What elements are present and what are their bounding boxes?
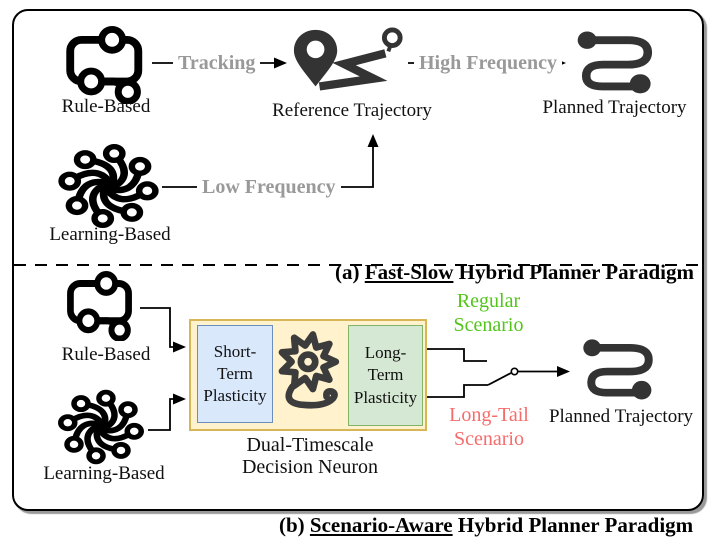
regular-branch-line — [427, 348, 487, 362]
caption-a-underlined: Fast-Slow — [364, 260, 454, 284]
caption-b-underlined: Scenario-Aware — [309, 513, 453, 537]
planned-trajectory-icon-b — [583, 339, 653, 400]
rule-based-label-b: Rule-Based — [61, 344, 151, 365]
decision-neuron-icon — [278, 331, 340, 409]
caption-a-rest: Hybrid Planner Paradigm — [453, 260, 694, 284]
switch-pivot-dot — [510, 367, 519, 376]
rule-based-icon — [66, 26, 143, 104]
long-tail-branch-line — [427, 384, 488, 398]
high-frequency-edge-label: High Frequency — [414, 51, 562, 75]
figure-border — [12, 9, 704, 511]
learning-based-label-b: Learning-Based — [43, 463, 165, 484]
planned-trajectory-icon-a — [577, 31, 653, 94]
tracking-edge-label: Tracking — [173, 51, 261, 75]
neuron-caption: Dual-Timescale Decision Neuron — [241, 434, 379, 479]
planned-trajectory-label-b: Planned Trajectory — [548, 406, 694, 427]
caption-b-rest: Hybrid Planner Paradigm — [452, 513, 694, 537]
caption-b-prefix: (b) — [279, 513, 310, 537]
long-tail-scenario-label: Long-Tail Scenario — [449, 404, 529, 450]
learning-based-icon-b — [58, 389, 144, 465]
learning-to-neuron-arrow — [148, 393, 186, 431]
reference-trajectory-label: Reference Trajectory — [272, 100, 432, 121]
caption-panel-b: (b) Scenario-Aware Hybrid Planner Paradi… — [258, 488, 693, 549]
regular-scenario-label: Regular Scenario — [453, 290, 524, 336]
rule-to-neuron-arrow — [140, 307, 186, 353]
low-frequency-edge-label: Low Frequency — [197, 175, 341, 199]
rule-based-icon-b — [67, 271, 132, 341]
switch-lever-line — [487, 372, 512, 386]
long-term-plasticity-box: Long-Term Plasticity — [348, 325, 423, 426]
learning-based-icon — [58, 143, 159, 229]
caption-a-prefix: (a) — [335, 260, 365, 284]
reference-trajectory-icon — [293, 27, 403, 91]
caption-panel-a: (a) Fast-Slow Hybrid Planner Paradigm — [314, 235, 694, 310]
learning-based-label-a: Learning-Based — [49, 224, 171, 245]
rule-based-label-a: Rule-Based — [61, 96, 151, 117]
short-term-plasticity-box: Short-Term Plasticity — [197, 325, 273, 423]
planned-trajectory-label-a: Planned Trajectory — [542, 97, 687, 118]
